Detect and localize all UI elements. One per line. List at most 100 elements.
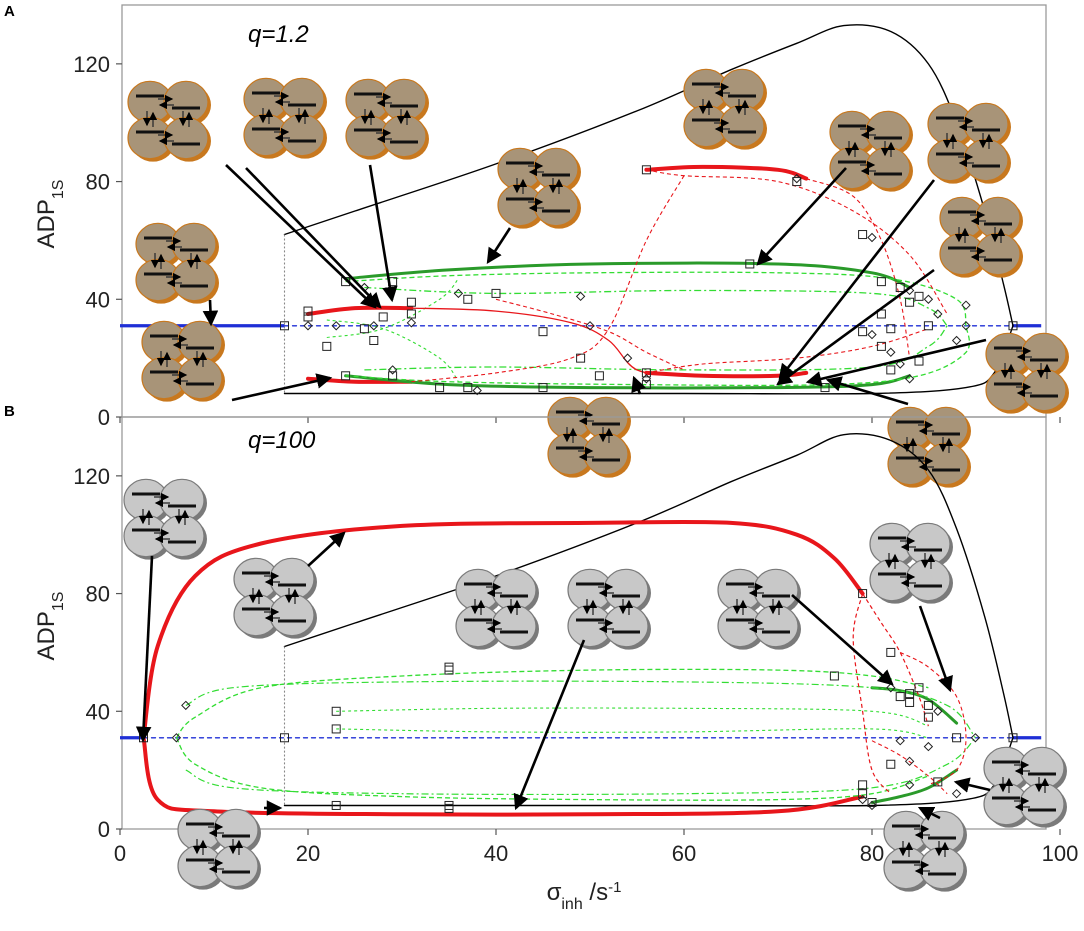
y-tick-label: 40 bbox=[86, 699, 110, 724]
bifurcation-diamond bbox=[886, 347, 896, 357]
bifurcation-diamond bbox=[867, 329, 877, 340]
y-tick-label: 80 bbox=[86, 582, 110, 607]
pore-state-diagram bbox=[567, 568, 651, 650]
x-axis-label-sub: inh bbox=[561, 896, 582, 913]
bifurcation-square bbox=[905, 697, 915, 707]
cell bbox=[923, 442, 969, 486]
cell bbox=[159, 478, 205, 522]
panel-a-arrows bbox=[202, 164, 987, 406]
y-tick-label: 80 bbox=[86, 170, 110, 195]
panel-b-letter: B bbox=[4, 403, 15, 420]
bifurcation-diamond bbox=[904, 374, 915, 384]
unstable-red-orbit bbox=[862, 593, 929, 727]
series-periodic-red-min bbox=[141, 735, 865, 817]
cell bbox=[533, 183, 579, 227]
cell bbox=[171, 222, 217, 266]
cell bbox=[381, 114, 427, 158]
bifurcation-diamond bbox=[933, 706, 943, 716]
pore-state-diagram bbox=[135, 222, 219, 304]
cell bbox=[1021, 332, 1067, 376]
pore-state-diagram bbox=[141, 320, 225, 402]
x-tick-label: 60 bbox=[672, 841, 696, 866]
cell bbox=[269, 593, 315, 637]
pointer-arrow bbox=[776, 268, 935, 386]
cell bbox=[1019, 782, 1065, 826]
bifurcation-square bbox=[858, 327, 868, 337]
panel-b-arrows bbox=[135, 531, 991, 821]
unstable-green-orbit bbox=[364, 286, 948, 327]
bifurcation-diamond bbox=[171, 733, 182, 743]
bifurcation-diamond bbox=[369, 321, 379, 331]
bifurcation-diamond bbox=[622, 353, 633, 363]
bifurcation-square bbox=[641, 165, 651, 175]
bifurcation-square bbox=[538, 327, 548, 337]
bifurcation-square bbox=[303, 306, 313, 316]
pointer-arrow bbox=[917, 806, 941, 821]
bifurcation-diamond bbox=[895, 359, 905, 369]
bifurcation-square bbox=[858, 589, 868, 599]
bifurcation-square bbox=[876, 341, 886, 351]
cell bbox=[963, 102, 1009, 146]
bifurcation-diamond bbox=[904, 780, 915, 790]
bifurcation-square bbox=[538, 383, 548, 393]
cell bbox=[171, 258, 217, 302]
bifurcation-diamond bbox=[923, 294, 934, 304]
pointer-arrow bbox=[225, 164, 377, 309]
bifurcation-diamond bbox=[387, 365, 398, 375]
bifurcation-square bbox=[463, 383, 473, 393]
cell bbox=[919, 846, 965, 890]
bifurcation-diamond bbox=[641, 374, 652, 384]
bifurcation-square bbox=[867, 798, 877, 808]
series-periodic-red-max bbox=[141, 519, 865, 740]
cell bbox=[719, 104, 765, 148]
pore-state-diagram bbox=[127, 80, 211, 162]
panel-b-ylabel: ADP1S bbox=[33, 592, 67, 661]
cell bbox=[1021, 368, 1067, 412]
bifurcation-diamond bbox=[970, 733, 981, 743]
unstable-red-orbit bbox=[411, 307, 685, 377]
unstable-green-orbit bbox=[326, 278, 459, 339]
bifurcation-square bbox=[341, 371, 351, 381]
pore-state-diagram bbox=[233, 557, 317, 639]
bifurcation-diamond bbox=[951, 788, 962, 799]
pointer-arrow bbox=[368, 164, 398, 303]
bifurcation-square bbox=[792, 177, 802, 187]
bifurcation-square bbox=[280, 733, 289, 743]
bifurcation-square bbox=[406, 309, 416, 319]
cell bbox=[163, 80, 209, 124]
y-tick-label: 40 bbox=[86, 287, 110, 312]
cell bbox=[975, 196, 1021, 240]
cell bbox=[279, 113, 325, 157]
cell bbox=[753, 568, 799, 612]
pore-state-diagram bbox=[939, 196, 1023, 278]
pore-state-diagram bbox=[455, 568, 539, 650]
panel-a-annotation: q=1.2 bbox=[248, 21, 309, 48]
panel-b-frame bbox=[121, 416, 1047, 830]
bifurcation-square bbox=[886, 647, 896, 657]
pore-state-diagram bbox=[869, 522, 953, 604]
bifurcation-diamond bbox=[867, 800, 877, 811]
bifurcation-square bbox=[952, 733, 962, 743]
cell bbox=[583, 432, 629, 476]
bifurcation-square bbox=[895, 283, 905, 293]
unstable-red-orbit bbox=[899, 651, 967, 786]
pointer-arrow bbox=[756, 167, 847, 266]
bifurcation-square bbox=[280, 321, 289, 331]
x-axis-label-unit: /s bbox=[583, 879, 608, 906]
pore-state-diagram bbox=[123, 478, 207, 560]
bifurcation-square bbox=[905, 689, 915, 699]
panel-b-pore-diagrams bbox=[123, 478, 1067, 892]
cell bbox=[905, 558, 951, 602]
unstable-red-orbit bbox=[495, 298, 685, 371]
bifurcation-square bbox=[406, 297, 416, 307]
unstable-green-orbit bbox=[345, 325, 971, 387]
x-tick-label: 100 bbox=[1042, 841, 1079, 866]
pore-state-diagram bbox=[829, 110, 913, 192]
pore-state-diagram bbox=[985, 332, 1069, 414]
x-tick-label: 0 bbox=[114, 841, 126, 866]
panel-a-ylabel-sub: 1S bbox=[50, 180, 67, 200]
bifurcation-square bbox=[914, 683, 924, 693]
cell bbox=[603, 568, 649, 612]
bifurcation-square bbox=[923, 321, 933, 331]
